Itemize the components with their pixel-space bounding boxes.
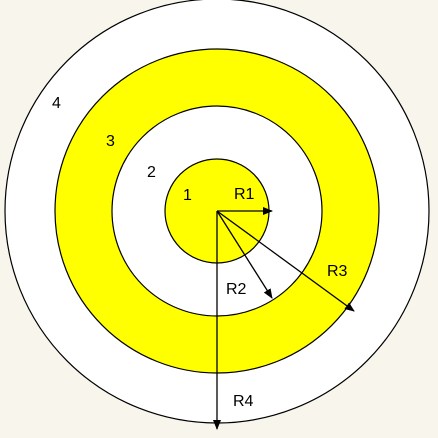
radius-label-r1: R1 <box>234 186 255 203</box>
radius-label-r4: R4 <box>233 393 254 410</box>
region-label-1: 1 <box>183 187 192 204</box>
region-label-4: 4 <box>52 95 61 112</box>
region-label-3: 3 <box>106 133 115 150</box>
r3-arrow <box>216 210 355 312</box>
r2-arrow <box>216 210 273 299</box>
radius-label-r2: R2 <box>226 281 247 298</box>
radius-label-r3: R3 <box>327 263 348 280</box>
region-label-2: 2 <box>147 164 156 181</box>
